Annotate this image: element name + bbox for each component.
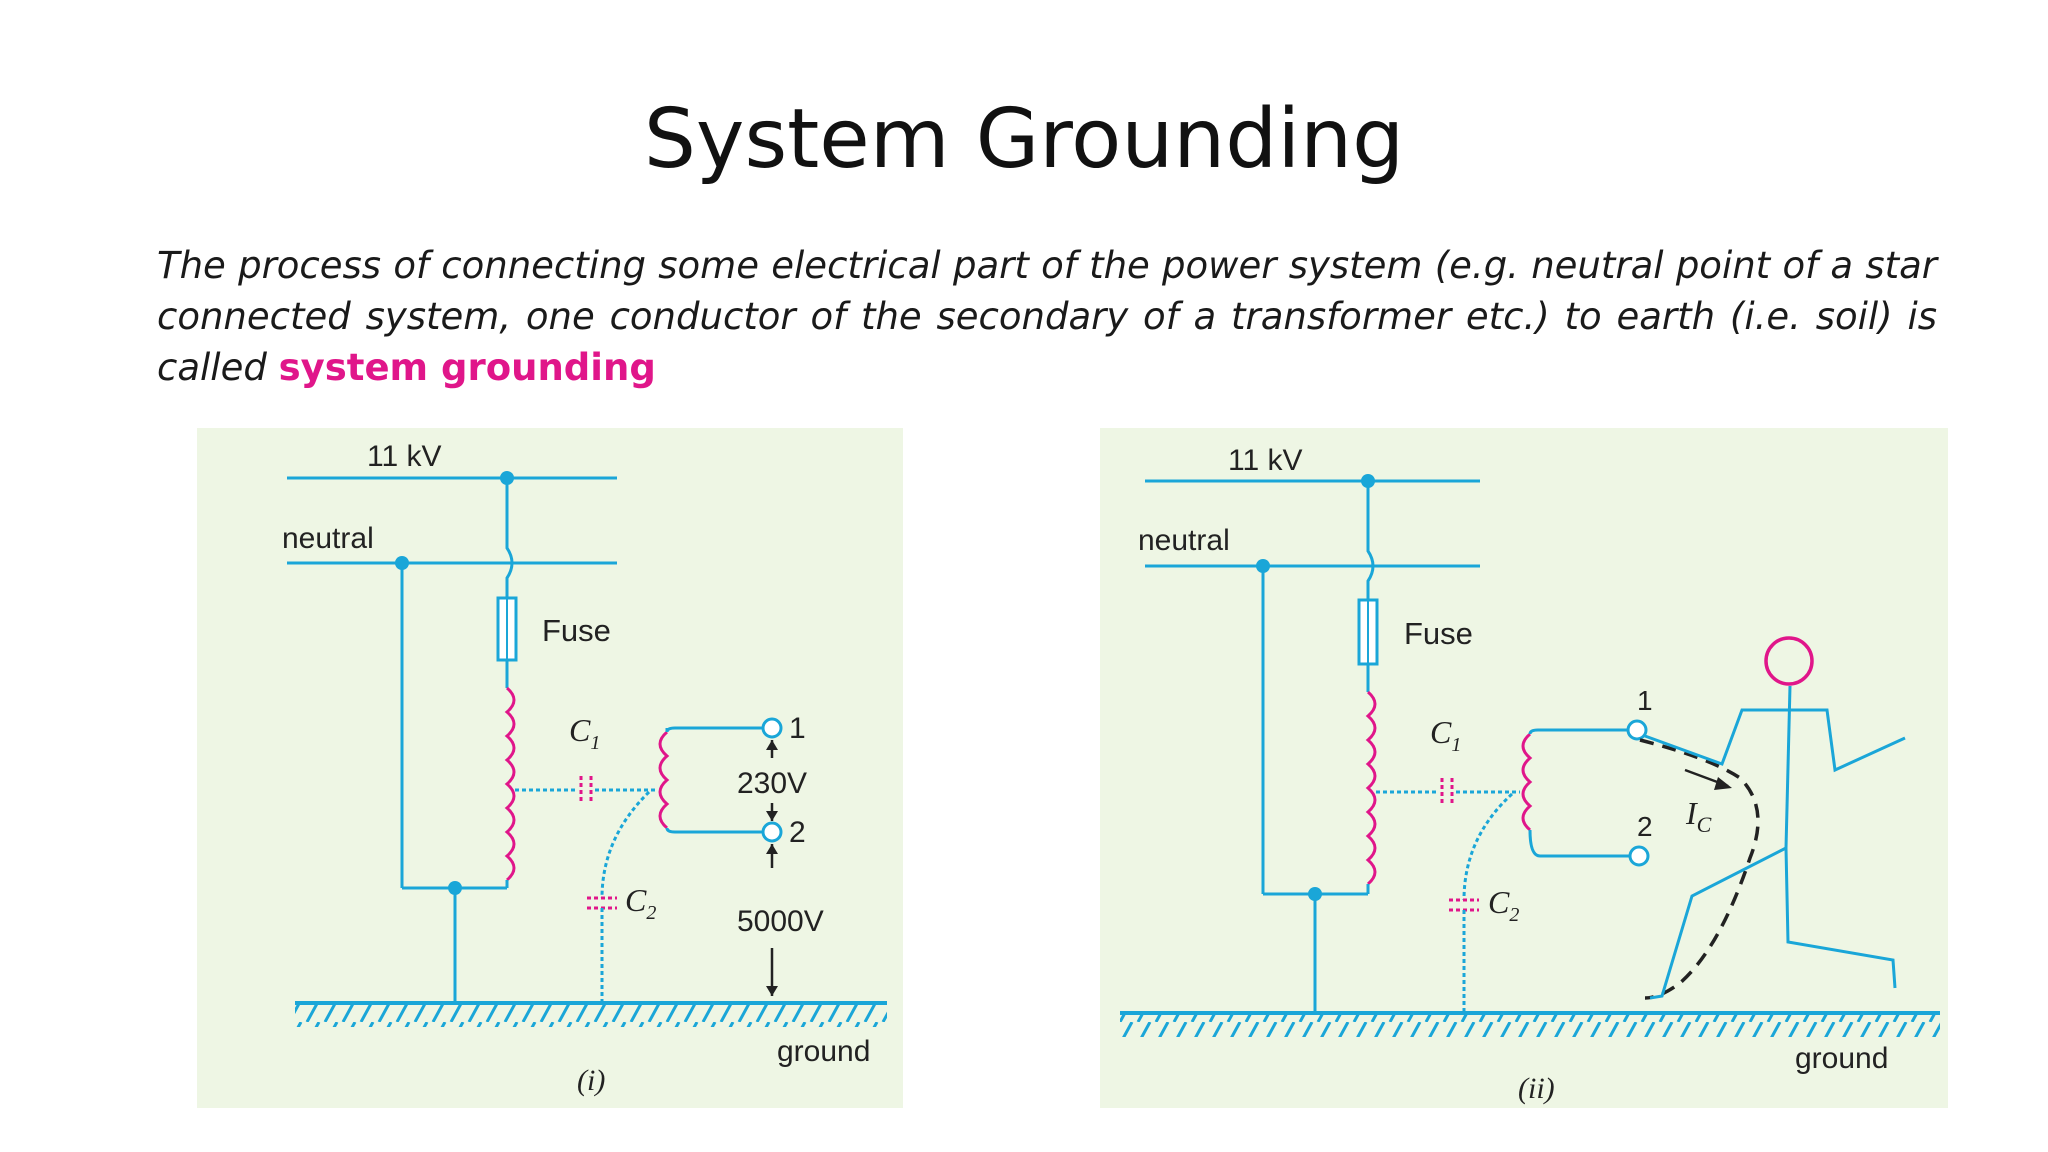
fuse-label: Fuse <box>1404 616 1473 651</box>
feeder-wire <box>1366 481 1375 600</box>
slide-description: The process of connecting some electrica… <box>157 240 1937 393</box>
c2-label: C2 <box>625 882 656 924</box>
terminal-2 <box>1628 845 1650 867</box>
arrowhead <box>766 986 778 996</box>
leakage-current-path <box>1639 738 1760 1000</box>
terminal-2-label: 2 <box>1637 811 1653 842</box>
person-arm-back <box>1788 708 1906 773</box>
c2-label: C2 <box>1488 884 1519 926</box>
secondary-wire-bottom <box>1528 829 1630 858</box>
arrowhead <box>766 740 778 750</box>
voltage-label: 11 kV <box>367 440 442 473</box>
diagram-i: 11 kV neutral Fuse C1 C2 1 2 230V 5000V … <box>197 428 903 1108</box>
ground-hatch <box>1120 1015 1940 1037</box>
person-torso <box>1784 685 1792 849</box>
arrowhead <box>766 844 778 854</box>
arrowhead <box>1714 777 1732 790</box>
c1-label: C1 <box>569 712 600 754</box>
voltage-label: 11 kV <box>1228 444 1303 477</box>
ground-label: ground <box>1795 1042 1888 1075</box>
primary-coil <box>504 686 516 882</box>
slide-title: System Grounding <box>643 92 1405 187</box>
arrowhead <box>766 811 778 821</box>
secondary-coil <box>658 730 670 830</box>
secondary-wire-top <box>1528 728 1628 735</box>
ground-hatch <box>295 1005 887 1027</box>
terminal-1 <box>1626 719 1648 741</box>
c1-label: C1 <box>1430 714 1461 756</box>
caption-i: (i) <box>577 1064 605 1097</box>
diagram-ii: 11 kV neutral Fuse C1 C2 1 2 IC ground (… <box>1100 428 1948 1108</box>
secondary-wire-top <box>665 726 763 733</box>
current-label: IC <box>1685 795 1712 837</box>
highlight-term: system grounding <box>278 346 656 389</box>
description-text: The process of connecting some electrica… <box>157 244 1937 389</box>
person-arm-front <box>1644 708 1788 766</box>
terminal-1-label: 1 <box>789 712 806 745</box>
secondary-coil <box>1521 732 1533 832</box>
diagram-i-svg: 11 kV neutral Fuse C1 C2 1 2 230V 5000V … <box>197 428 903 1108</box>
terminal-1 <box>761 717 783 739</box>
fuse-label: Fuse <box>542 613 611 648</box>
terminal-2 <box>761 821 783 843</box>
primary-coil <box>1365 690 1377 886</box>
caption-ii: (ii) <box>1518 1072 1555 1105</box>
c2-dotted-wire <box>1462 792 1514 901</box>
running-person-icon <box>1644 685 1906 1000</box>
c2-dotted-wire <box>600 790 651 899</box>
neutral-label: neutral <box>1138 524 1230 557</box>
voltage-5000-label: 5000V <box>737 905 824 938</box>
feeder-wire <box>505 478 514 598</box>
person-leg-back <box>1649 846 1787 1000</box>
voltage-230-label: 230V <box>737 767 807 800</box>
diagram-ii-svg: 11 kV neutral Fuse C1 C2 1 2 IC ground (… <box>1100 428 1948 1108</box>
person-leg-front <box>1784 847 1897 989</box>
ground-label: ground <box>777 1035 870 1068</box>
person-head <box>1764 636 1814 686</box>
panel-background <box>197 428 903 1108</box>
terminal-2-label: 2 <box>789 816 806 849</box>
secondary-wire-bottom <box>665 827 763 834</box>
neutral-label: neutral <box>282 522 374 555</box>
terminal-1-label: 1 <box>1637 685 1653 716</box>
